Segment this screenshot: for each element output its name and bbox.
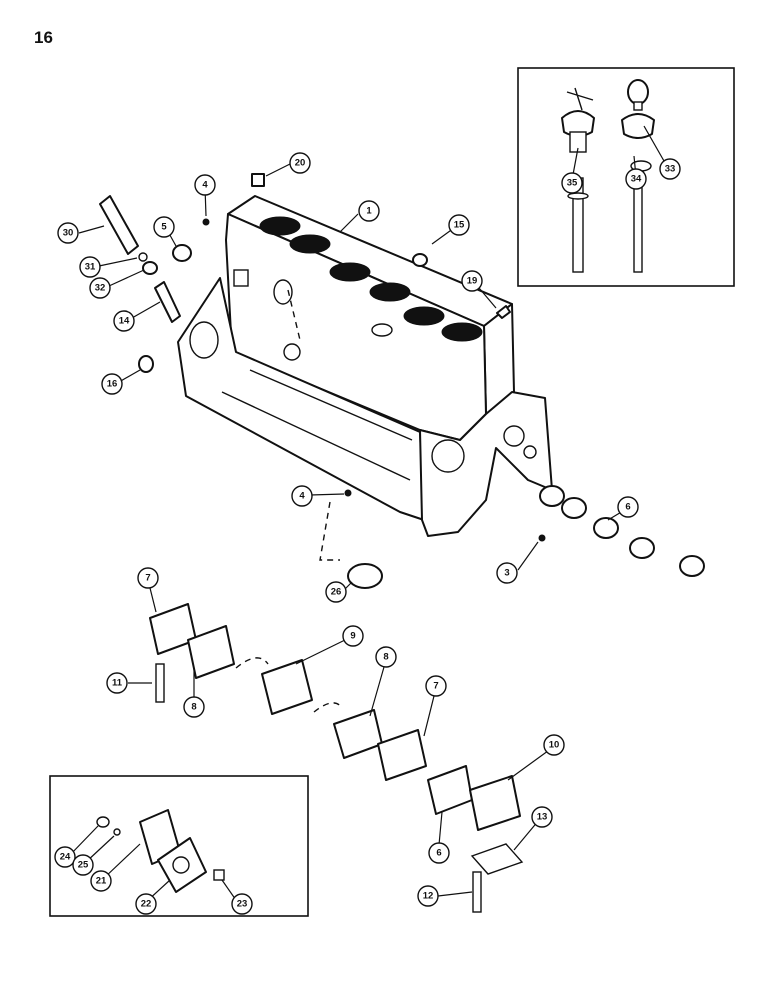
dipstick-inset-frame (517, 67, 735, 287)
callout-4-bottom: 4 (291, 485, 313, 507)
page-number: 16 (34, 28, 53, 47)
callout-14-label: 14 (119, 316, 130, 327)
callout-13: 13 (531, 806, 553, 828)
callout-16: 16 (101, 373, 123, 395)
callout-4-bottom-label: 4 (299, 491, 305, 502)
callout-21-label: 21 (96, 876, 107, 887)
cylinder-block (177, 195, 553, 537)
callout-7-right-label: 7 (433, 681, 438, 692)
callout-7-left-label: 7 (145, 573, 150, 584)
block-small-parts (99, 173, 546, 561)
callout-5-label: 5 (161, 222, 167, 233)
callout-20-label: 20 (295, 158, 306, 169)
callout-30: 30 (57, 222, 79, 244)
callout-21: 21 (90, 870, 112, 892)
callout-33-label: 33 (665, 164, 676, 175)
dipstick-left-assembly (561, 87, 595, 273)
cover-inset-frame (49, 775, 309, 917)
callout-1: 1 (358, 200, 380, 222)
cap-bolts (155, 663, 482, 913)
rear-plug (347, 563, 383, 589)
callout-16-label: 16 (107, 379, 118, 390)
callout-10-label: 10 (549, 740, 560, 751)
callout-34: 34 (625, 168, 647, 190)
callout-30-label: 30 (63, 228, 74, 239)
callout-23: 23 (231, 893, 253, 915)
callout-23-label: 23 (237, 899, 248, 910)
callout-15-label: 15 (454, 220, 465, 231)
callout-8-mid-label: 8 (383, 652, 388, 663)
callout-15: 15 (448, 214, 470, 236)
callout-34-label: 34 (631, 174, 642, 185)
callout-8-mid: 8 (375, 646, 397, 668)
callout-11: 11 (106, 672, 128, 694)
callout-4-top: 4 (194, 174, 216, 196)
callout-22: 22 (135, 893, 157, 915)
callout-3-label: 3 (504, 568, 509, 579)
main-bearing-caps (149, 603, 524, 875)
callout-9-label: 9 (350, 631, 355, 642)
callout-6-bottom: 6 (428, 842, 450, 864)
callout-13-label: 13 (537, 812, 548, 823)
callout-31: 31 (79, 256, 101, 278)
callout-24: 24 (54, 846, 76, 868)
callout-6-bottom-label: 6 (436, 848, 441, 859)
callout-6-top: 6 (617, 496, 639, 518)
callout-26: 26 (325, 581, 347, 603)
callout-24-label: 24 (60, 852, 71, 863)
callout-35-label: 35 (567, 178, 578, 189)
callout-25-label: 25 (78, 860, 89, 871)
callouts: 1 20 4 5 30 31 32 14 16 15 19 4 6 3 26 7… (54, 125, 681, 915)
callout-1-label: 1 (366, 206, 372, 217)
callout-19-label: 19 (467, 276, 478, 287)
callout-25: 25 (72, 854, 94, 876)
callout-20: 20 (289, 152, 311, 174)
callout-11-label: 11 (112, 678, 123, 689)
callout-10: 10 (543, 734, 565, 756)
callout-12-label: 12 (423, 891, 434, 902)
callout-33: 33 (659, 158, 681, 180)
callout-31-label: 31 (85, 262, 96, 273)
cover-inset-parts (96, 809, 225, 893)
callout-4-top-label: 4 (202, 180, 208, 191)
callout-7-right: 7 (425, 675, 447, 697)
callout-22-label: 22 (141, 899, 152, 910)
callout-26-label: 26 (331, 587, 342, 598)
callout-32-label: 32 (95, 283, 106, 294)
callout-7-left: 7 (137, 567, 159, 589)
callout-19: 19 (461, 270, 483, 292)
callout-3: 3 (496, 562, 518, 584)
callout-9: 9 (342, 625, 364, 647)
callout-32: 32 (89, 277, 111, 299)
callout-8-left-label: 8 (191, 702, 196, 713)
callout-6-top-label: 6 (625, 502, 630, 513)
cam-bearings (539, 485, 705, 577)
callout-12: 12 (417, 885, 439, 907)
callout-35: 35 (561, 172, 583, 194)
callout-14: 14 (113, 310, 135, 332)
callout-8-left: 8 (183, 696, 205, 718)
dipstick-right-assembly (621, 79, 655, 273)
callout-5: 5 (153, 216, 175, 238)
